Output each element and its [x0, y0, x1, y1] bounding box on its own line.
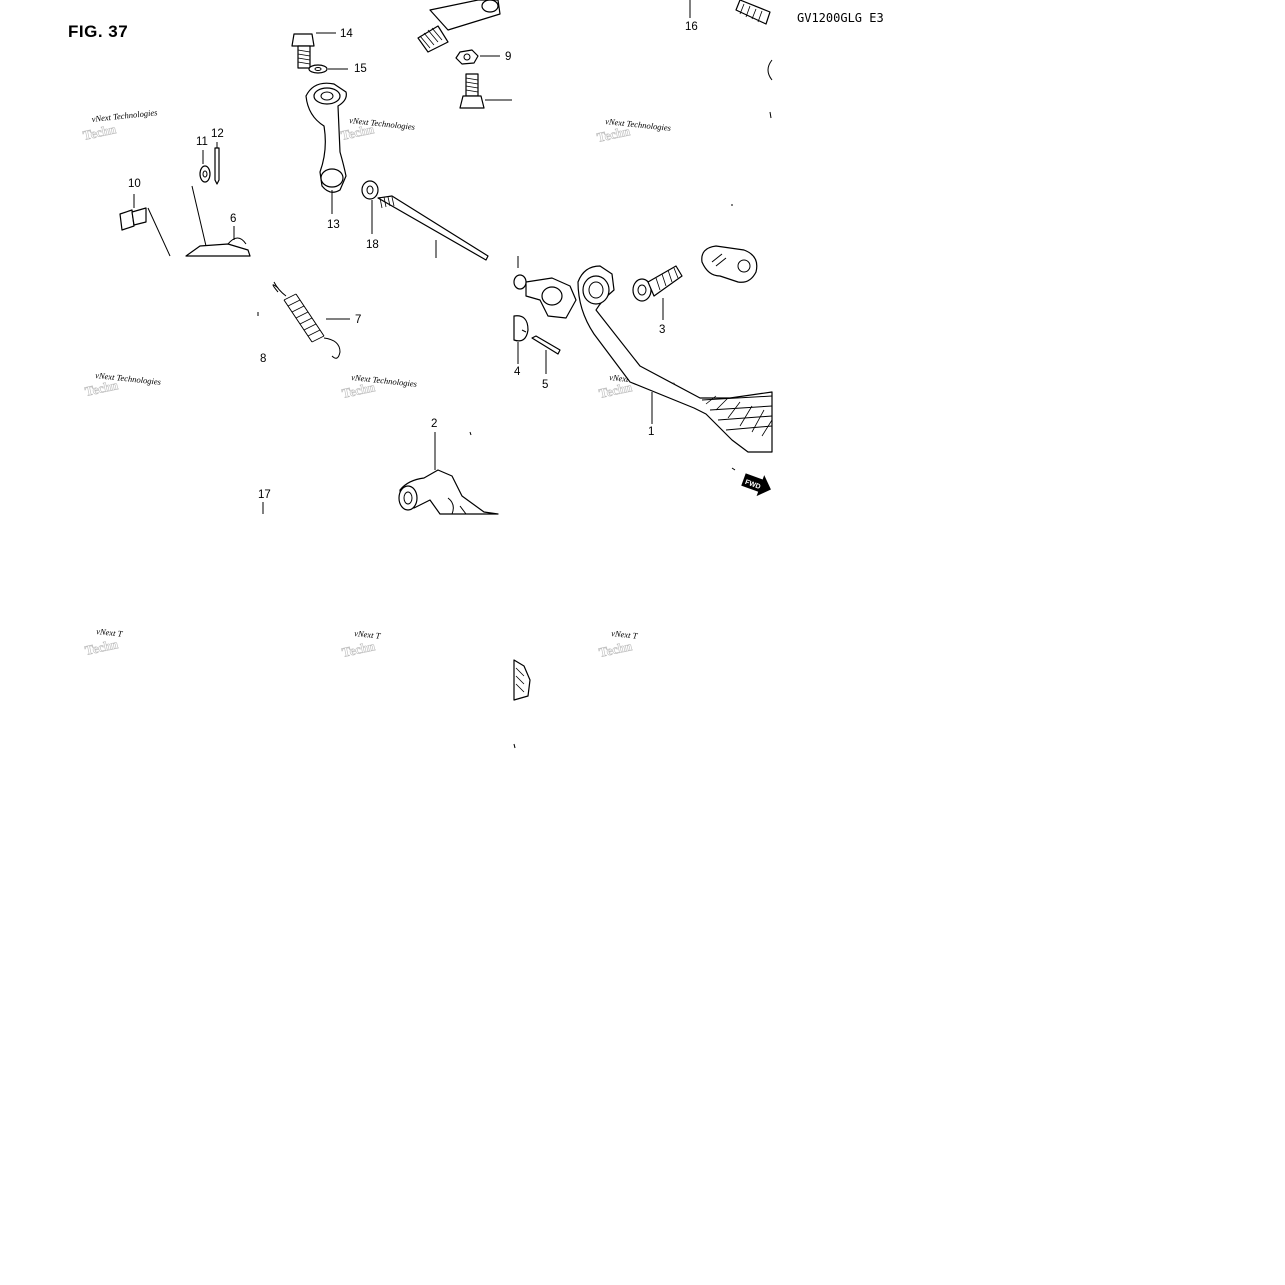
- part-pad-fragment: [513, 659, 531, 749]
- brake-rod: [377, 195, 489, 261]
- watermark-5: Techn vNext Technologies: [340, 372, 418, 401]
- fwd-arrow-icon: FWD: [741, 473, 771, 497]
- svg-text:vNext Technologies: vNext Technologies: [91, 107, 158, 124]
- svg-text:vNext T: vNext T: [354, 628, 382, 641]
- model-code: GV1200GLG E3: [797, 11, 884, 25]
- watermark-1: Techn vNext Technologies: [81, 107, 158, 143]
- callout-11: 11: [196, 136, 208, 148]
- part-3-bolt: [632, 265, 683, 302]
- part-7-spring: [272, 281, 341, 359]
- watermark-9: Techn vNext T: [597, 628, 639, 660]
- watermark-7: Techn vNext T: [83, 626, 124, 658]
- callout-14: 14: [340, 28, 353, 40]
- svg-text:vNext T: vNext T: [611, 628, 639, 641]
- svg-text:Techn: Techn: [84, 636, 121, 658]
- leader-11-b: [191, 185, 207, 247]
- tick-fwd: [731, 467, 736, 471]
- svg-text:Techn: Techn: [341, 638, 378, 660]
- part-18-collar: [361, 180, 379, 200]
- part-11-washer: [199, 165, 211, 183]
- svg-text:Techn: Techn: [82, 121, 119, 143]
- part-2-pivot: [398, 469, 499, 515]
- part-13-lever-arm: [305, 82, 347, 193]
- part-14-bolt: [291, 33, 315, 69]
- part-15-washer: [308, 64, 328, 74]
- leader-10-b: [147, 207, 171, 257]
- part-1-brake-pedal: [577, 265, 773, 453]
- tick-2: [469, 431, 472, 436]
- part-bolt-top: [459, 73, 485, 109]
- callout-17: 17: [258, 489, 271, 501]
- part-6-bracket: [185, 237, 251, 257]
- part-12-pin: [214, 147, 220, 185]
- svg-text:Techn: Techn: [598, 638, 635, 660]
- svg-text:Techn: Techn: [596, 123, 633, 145]
- figure-title: FIG. 37: [68, 22, 129, 41]
- callout-16: 16: [685, 21, 698, 33]
- svg-text:Techn: Techn: [84, 377, 121, 399]
- watermark-3: Techn vNext Technologies: [595, 116, 672, 145]
- part-16-shaft: [417, 0, 773, 119]
- svg-text:Techn: Techn: [341, 379, 378, 401]
- callout-4: 4: [514, 366, 521, 378]
- callout-7: 7: [355, 314, 361, 326]
- part-5-cotter-pin: [531, 335, 561, 355]
- callout-12: 12: [211, 128, 224, 140]
- callout-18: 18: [366, 239, 379, 251]
- svg-text:Techn: Techn: [340, 121, 377, 143]
- callout-6: 6: [230, 213, 236, 225]
- part-4-washer: [513, 315, 529, 342]
- part-right-bracket: [701, 204, 758, 283]
- callout-5: 5: [542, 379, 548, 391]
- part-10-bolt: [119, 207, 147, 231]
- part-clevis: [513, 274, 577, 319]
- callout-13: 13: [327, 219, 340, 231]
- callout-9: 9: [505, 51, 511, 63]
- callout-15: 15: [354, 63, 367, 75]
- callout-10: 10: [128, 178, 141, 190]
- callout-1: 1: [648, 426, 654, 438]
- watermark-2: Techn vNext Technologies: [339, 115, 416, 143]
- callout-8: 8: [260, 353, 266, 365]
- svg-text:vNext T: vNext T: [96, 626, 124, 639]
- callout-3: 3: [659, 324, 665, 336]
- watermark-4: Techn vNext Technologies: [83, 370, 162, 399]
- svg-text:Techn: Techn: [598, 379, 635, 401]
- part-9-nut: [455, 49, 479, 65]
- callout-2: 2: [431, 418, 437, 430]
- watermark-8: Techn vNext T: [340, 628, 382, 660]
